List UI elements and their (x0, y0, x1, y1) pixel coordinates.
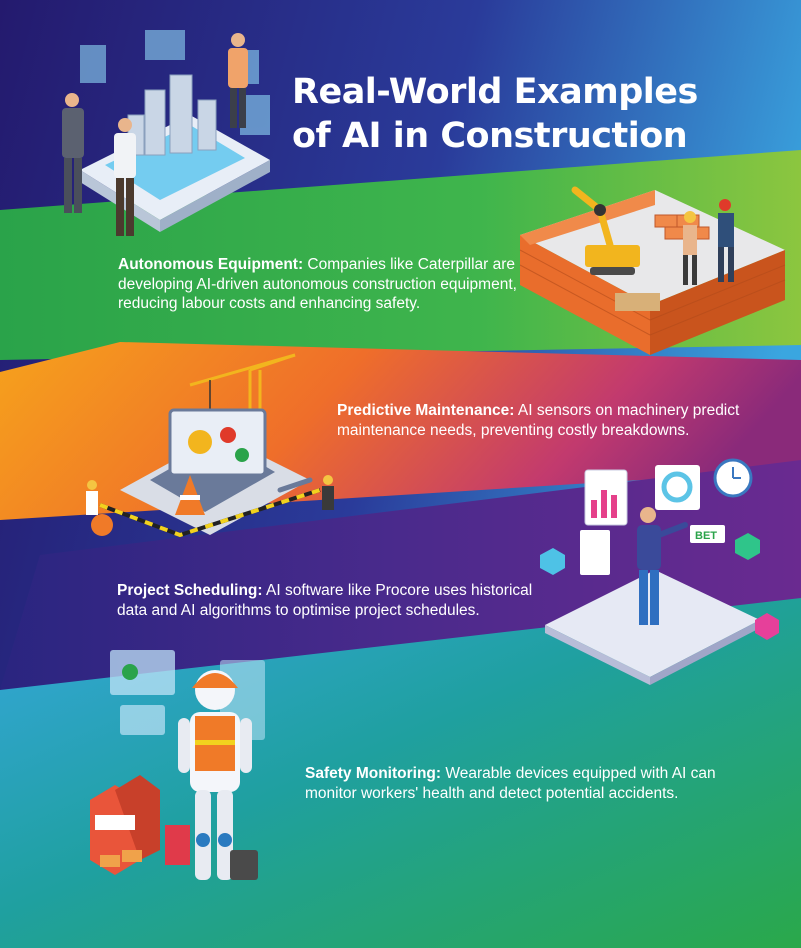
title-line-2: of AI in Construction (292, 116, 688, 156)
example-text: Wearable devices equipped with AI can mo… (305, 765, 716, 802)
page-title: Real-World Examples of AI in Constructio… (292, 70, 762, 158)
example-safety-monitoring: Safety Monitoring: Wearable devices equi… (305, 764, 725, 803)
robot-safety-worker-icon (90, 650, 265, 880)
dashboard-tag: BET (695, 530, 717, 542)
dashboard-analytics-icon: BET (540, 458, 779, 685)
example-heading: Project Scheduling: (117, 582, 263, 599)
example-autonomous-equipment: Autonomous Equipment: Companies like Cat… (118, 255, 518, 314)
example-project-scheduling: Project Scheduling: AI software like Pro… (117, 581, 547, 620)
example-heading: Autonomous Equipment: (118, 256, 304, 273)
example-heading: Safety Monitoring: (305, 765, 442, 782)
example-text: AI sensors on machinery predict maintena… (337, 402, 740, 439)
robotic-arm-construction-icon (519, 186, 786, 355)
title-line-1: Real-World Examples (292, 72, 698, 112)
example-text: AI software like Procore uses historical… (117, 582, 533, 619)
crane-laptop-maintenance-icon (86, 353, 334, 538)
example-text: Companies like Caterpillar are developin… (118, 256, 517, 312)
smart-city-hologram-icon (62, 30, 270, 236)
example-heading: Predictive Maintenance: (337, 402, 515, 419)
example-predictive-maintenance: Predictive Maintenance: AI sensors on ma… (337, 401, 747, 440)
